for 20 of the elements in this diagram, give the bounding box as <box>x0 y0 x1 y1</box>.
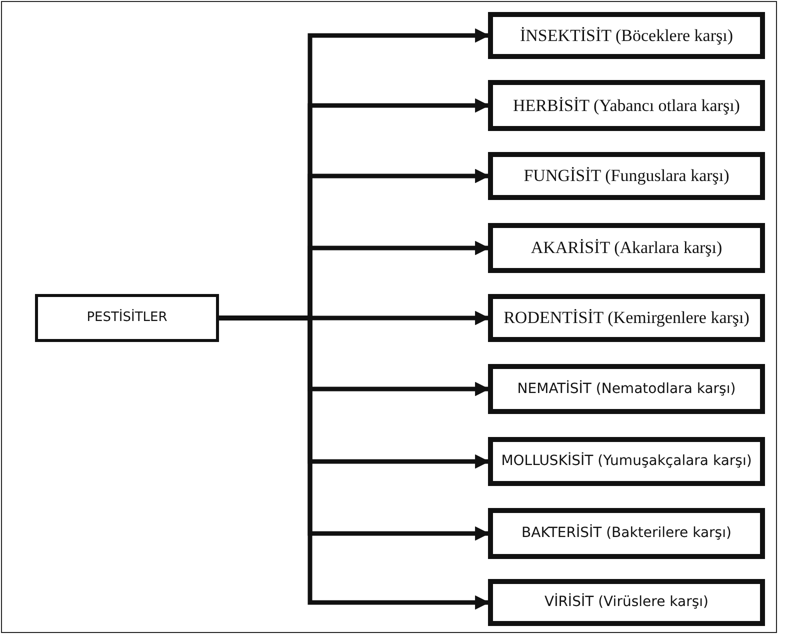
node-label: NEMATİSİT (Nematodlara karşı) <box>517 380 736 398</box>
node-label: FUNGİSİT (Funguslara karşı) <box>524 166 730 186</box>
node-label: VİRİSİT (Virüslere karşı) <box>544 594 708 611</box>
node-label: PESTİSİTLER <box>86 310 168 326</box>
category-box <box>488 80 765 131</box>
node-label: MOLLUSKİSİT (Yumuşakçalara karşı) <box>501 453 752 470</box>
category-box <box>488 294 765 342</box>
category-box <box>488 579 765 626</box>
category-box <box>488 12 765 59</box>
category-box <box>488 152 765 200</box>
node-label: RODENTİSİT (Kemirgenlere karşı) <box>504 308 750 328</box>
root-box <box>35 294 219 342</box>
node-label: AKARİSİT (Akarlara karşı) <box>530 238 722 258</box>
category-box <box>488 437 765 486</box>
node-label: BAKTERİSİT (Bakterilere karşı) <box>522 525 732 542</box>
node-label: HERBİSİT (Yabancı otlara karşı) <box>513 96 740 116</box>
category-box <box>488 508 765 559</box>
node-label: İNSEKTİSİT (Böceklere karşı) <box>520 26 734 46</box>
category-box <box>488 223 765 273</box>
category-box <box>488 364 765 414</box>
